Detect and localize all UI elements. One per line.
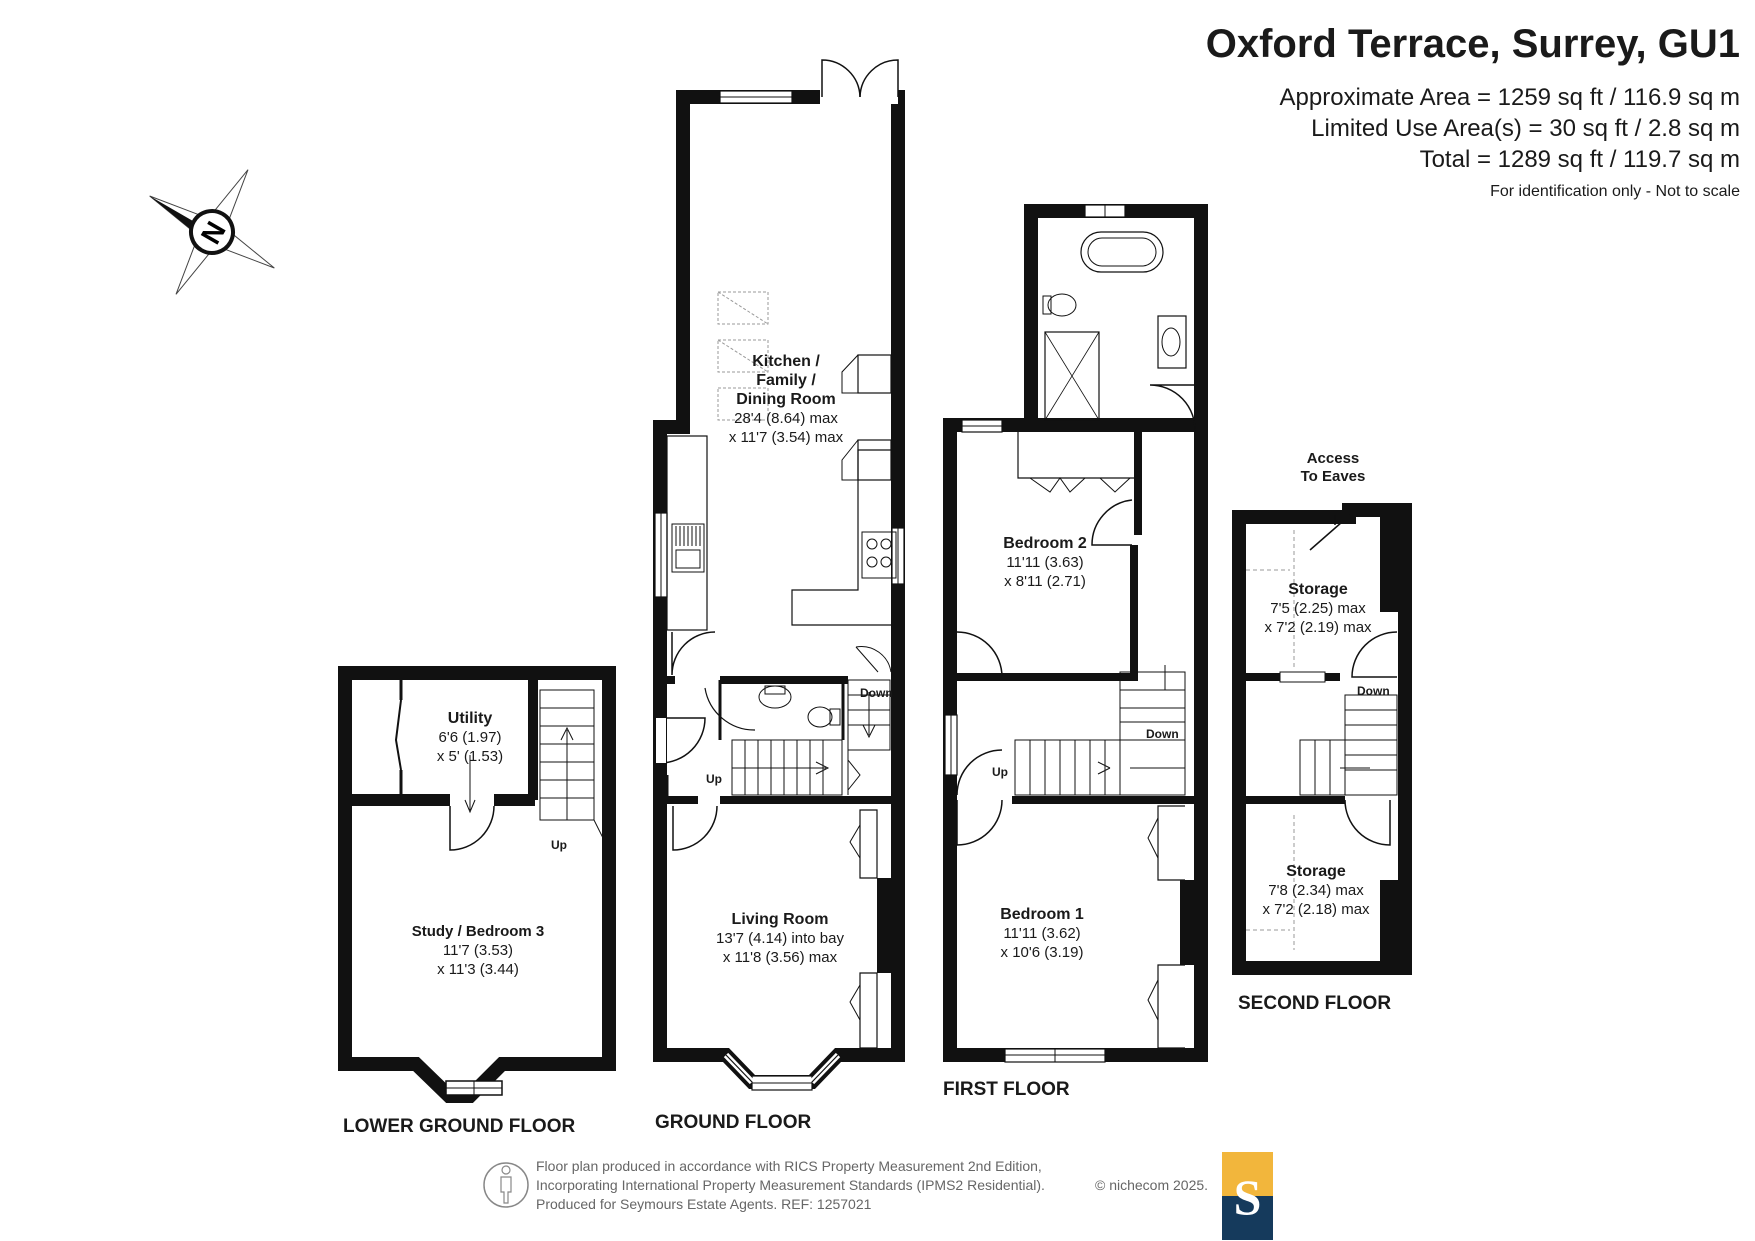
room-dim: x 11'3 (3.44)	[437, 961, 519, 978]
limited-use-area: Limited Use Area(s) = 30 sq ft / 2.8 sq …	[1311, 115, 1740, 142]
access-eaves-label: Access To Eaves	[1301, 450, 1366, 486]
stair-label-down: Down	[860, 686, 893, 700]
room-dim: 7'5 (2.25) max	[1270, 600, 1366, 617]
room-bedroom-1: Bedroom 1 11'11 (3.62) x 10'6 (3.19)	[1000, 905, 1084, 962]
floor-title-ground: GROUND FLOOR	[655, 1112, 812, 1133]
floor-title-lower-ground: LOWER GROUND FLOOR	[343, 1116, 576, 1137]
floor-title-second: SECOND FLOOR	[1238, 993, 1392, 1014]
room-dim: x 7'2 (2.18) max	[1262, 901, 1370, 918]
room-kitchen: Kitchen / Family / Dining Room 28'4 (8.6…	[729, 352, 843, 447]
room-name: Living Room	[731, 911, 829, 928]
footer-credit: © nichecom 2025.	[1095, 1177, 1209, 1193]
compass-icon	[149, 169, 275, 295]
room-bedroom-2: Bedroom 2 11'11 (3.63) x 8'11 (2.71)	[1003, 534, 1087, 591]
stair-label-up: Up	[706, 772, 722, 786]
room-utility: Utility 6'6 (1.97) x 5' (1.53)	[437, 709, 503, 766]
room-study: Study / Bedroom 3 11'7 (3.53) x 11'3 (3.…	[412, 922, 545, 979]
ground-floor-plan	[653, 59, 905, 1091]
approx-area: Approximate Area = 1259 sq ft / 116.9 sq…	[1279, 84, 1741, 111]
footer-line: Incorporating International Property Mea…	[536, 1177, 1045, 1193]
room-dim: 11'11 (3.62)	[1003, 925, 1081, 942]
stair-label-up: Up	[992, 765, 1008, 779]
room-dim: 11'7 (3.53)	[442, 942, 514, 959]
page-title: Oxford Terrace, Surrey, GU1	[1205, 22, 1740, 66]
room-name: Utility	[447, 710, 493, 727]
access-eaves-text: Access To Eaves	[1300, 450, 1366, 485]
lower-ground-floor-plan	[338, 666, 616, 1103]
room-storage-lower: Storage 7'8 (2.34) max x 7'2 (2.18) max	[1262, 862, 1369, 919]
room-dim: x 8'11 (2.71)	[1004, 573, 1086, 590]
room-name: Bedroom 1	[1000, 906, 1084, 923]
total-area: Total = 1289 sq ft / 119.7 sq m	[1419, 146, 1740, 173]
room-name: Storage	[1286, 863, 1346, 880]
room-living: Living Room 13'7 (4.14) into bay x 11'8 …	[716, 910, 844, 967]
room-name: Study / Bedroom 3	[411, 923, 545, 940]
footer-line: Floor plan produced in accordance with R…	[536, 1158, 1042, 1174]
room-dim: x 11'7 (3.54) max	[728, 429, 844, 446]
person-icon	[483, 1162, 529, 1208]
room-dim: 28'4 (8.64) max	[734, 410, 838, 427]
room-dim: 6'6 (1.97)	[438, 729, 502, 746]
second-floor-plan	[1232, 503, 1412, 975]
room-dim: 11'11 (3.63)	[1006, 554, 1084, 571]
logo-letter: S	[1233, 1169, 1262, 1225]
room-name: Kitchen / Family / Dining Room	[736, 353, 836, 408]
stair-label-up: Up	[551, 838, 567, 852]
room-storage-upper: Storage 7'5 (2.25) max x 7'2 (2.19) max	[1264, 580, 1371, 637]
room-name: Bedroom 2	[1003, 535, 1087, 552]
room-dim: 7'8 (2.34) max	[1268, 882, 1364, 899]
room-name: Storage	[1288, 581, 1348, 598]
room-dim: x 11'8 (3.56) max	[722, 949, 838, 966]
stair-label-down: Down	[1146, 727, 1179, 741]
stair-label-down: Down	[1357, 684, 1390, 698]
footer-notes: Floor plan produced in accordance with R…	[536, 1157, 1045, 1214]
room-dim: x 7'2 (2.19) max	[1264, 619, 1372, 636]
first-floor-plan	[943, 204, 1208, 1063]
footer-line: Produced for Seymours Estate Agents. REF…	[536, 1196, 872, 1212]
room-dim: x 10'6 (3.19)	[1000, 944, 1084, 961]
disclaimer: For identification only - Not to scale	[1490, 183, 1740, 200]
seymours-logo: S	[1222, 1152, 1273, 1240]
room-dim: 13'7 (4.14) into bay	[716, 930, 844, 947]
room-dim: x 5' (1.53)	[436, 748, 504, 765]
floor-title-first: FIRST FLOOR	[943, 1079, 1070, 1100]
